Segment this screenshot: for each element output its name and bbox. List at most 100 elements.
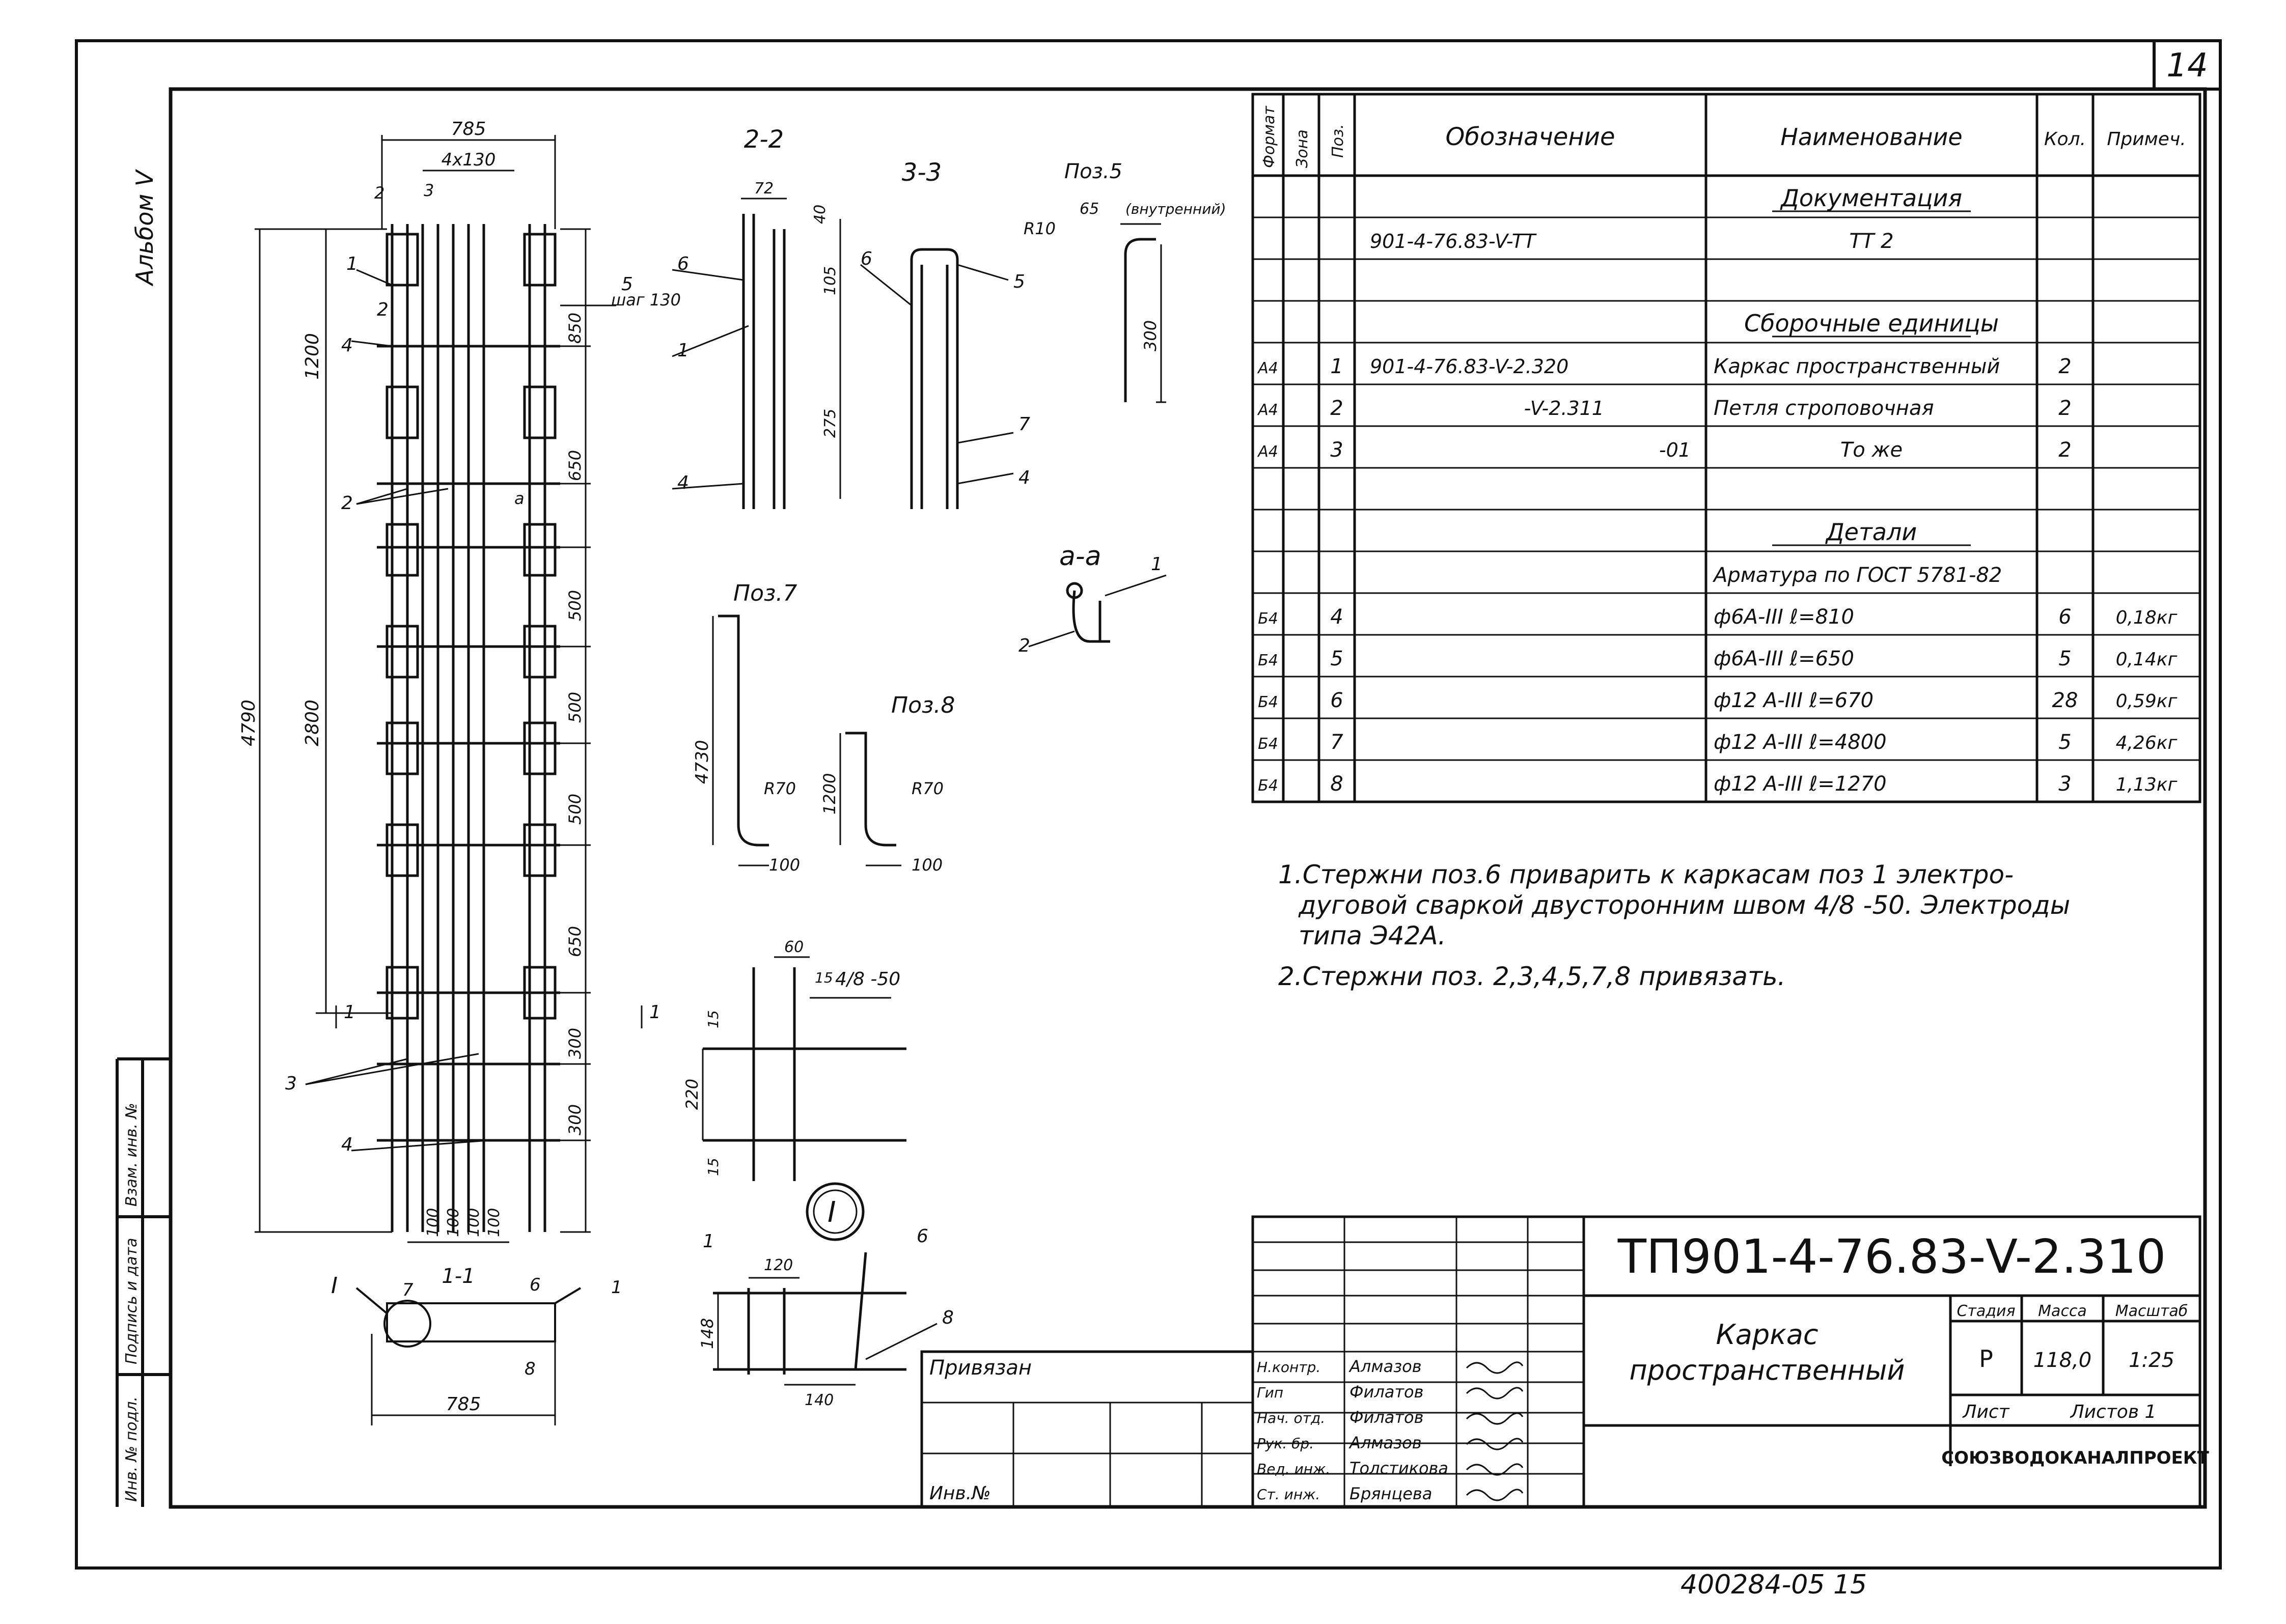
title-scale: 1:25: [2129, 1349, 2174, 1372]
spec-cell-name: Петля строповочная: [1714, 397, 1934, 420]
pos5-dim-300: 300: [1141, 320, 1160, 351]
pos5-dim-r10: R10: [1024, 219, 1056, 238]
spec-cell-name: Каркас пространственный: [1714, 355, 2000, 378]
title-sheets-h: Листов 1: [2070, 1402, 2157, 1422]
pos8-detail: Поз.8 1200 R70 100: [820, 692, 955, 875]
section-2-2-title: 2-2: [744, 125, 784, 154]
spec-row: Документация: [1772, 184, 1971, 212]
seg-850: 850: [565, 313, 585, 344]
person-role: Вед. инж.: [1257, 1461, 1330, 1477]
section-1-1-title: 1-1: [442, 1265, 475, 1288]
notes: 1.Стержни поз.6 приварить к каркасам поз…: [1278, 860, 2070, 991]
spec-row: А4 1 901-4-76.83-V-2.320 Каркас пространств…: [1257, 355, 2072, 378]
section-1-1-callout-1: 1: [611, 1277, 622, 1298]
spec-cell-des: -V-2.311: [1524, 397, 1604, 419]
title-mass-h: Масса: [2038, 1302, 2087, 1320]
spec-cell-name: Арматура по ГОСТ 5781-82: [1712, 564, 2002, 587]
spec-row: Сборочные единицы: [1744, 310, 1999, 338]
detail-a-a-callout-1: 1: [1151, 554, 1163, 575]
frame: [75, 39, 2222, 1570]
dim-bottom-sp-2: 100: [445, 1208, 462, 1237]
title-stage-h: Стадия: [1957, 1302, 2015, 1320]
spec-row: А4 2 -V-2.311 Петля строповочная 2: [1257, 397, 2072, 420]
node-I-callout-1: 1: [703, 1231, 714, 1252]
pos8-dim-1200: 1200: [820, 773, 839, 815]
sheet-number: 14: [2166, 47, 2208, 85]
spec-cell-note: 4,26кг: [2116, 733, 2178, 753]
spec-cell-fmt: А4: [1257, 359, 1278, 377]
note-line-2: дуговой сваркой двусторонним швом 4/8 -5…: [1298, 890, 2070, 920]
spec-cell-name: ф6A-III ℓ=810: [1714, 605, 1854, 629]
spec-h-zone: Зона: [1293, 129, 1311, 168]
section-3-3-callout-6: 6: [861, 248, 872, 269]
title-sheet-h: Лист: [1962, 1402, 2009, 1422]
dim-bottom-sp-4: 100: [485, 1208, 503, 1237]
spec-cell-fmt: Б4: [1258, 693, 1278, 711]
weld-dim-15c: 15: [705, 1158, 722, 1176]
callout-1: 1: [346, 254, 358, 274]
spec-row: Детали: [1772, 518, 1971, 546]
detail-a-a: а-а 1 2: [1018, 541, 1167, 656]
dim-middle-height: 2800: [302, 699, 323, 746]
section-2-2-dim-72: 72: [754, 180, 774, 198]
weld-symbol: 4/8 -50: [835, 969, 900, 990]
detail-a-a-title: а-а: [1059, 541, 1101, 572]
dim-upper-height: 1200: [302, 333, 323, 380]
dim-left-gap: 2: [374, 183, 384, 203]
pos7-dim-r70: R70: [764, 779, 796, 798]
dim-left-gap2: 3: [424, 181, 434, 200]
seg-500-b: 500: [565, 692, 585, 723]
callout-4b: 4: [341, 1134, 353, 1155]
spec-cell-qty: 28: [2052, 689, 2078, 712]
spec-table: Формат Зона Поз. Обозначение Наименовани…: [1251, 93, 2201, 803]
seg-650: 650: [565, 450, 585, 481]
dim-bottom-width: 785: [446, 1394, 481, 1415]
spec-cell-fmt: А4: [1257, 443, 1278, 461]
side-stamp-cells: Инв. № подл. Подпись и дата Взам. инв. №: [123, 1103, 141, 1502]
spec-cell-name: ф12 A-III ℓ=1270: [1714, 772, 1887, 796]
spec-cell-qty: 2: [2058, 397, 2071, 420]
note-line-3: типа Э42А.: [1299, 921, 1446, 950]
spec-cell-fmt: А4: [1257, 401, 1278, 419]
spec-cell-pos: 3: [1330, 438, 1343, 462]
person-name: Филатов: [1349, 1382, 1423, 1402]
callout-5: 5: [621, 274, 633, 295]
spec-cell-pos: 8: [1330, 772, 1343, 796]
spec-cell-pos: 5: [1330, 647, 1343, 670]
spec-cell-fmt: Б4: [1258, 610, 1278, 628]
dim-top-step: 4x130: [442, 150, 496, 170]
node-I-dim-120: 120: [764, 1256, 793, 1274]
callout-4: 4: [341, 335, 353, 356]
section-2-2: 2-2 72 40 105 275 6 1 4: [672, 125, 841, 509]
spec-cell-des: 901-4-76.83-V-2.320: [1370, 355, 1568, 378]
weld-dim-60: 60: [784, 938, 804, 956]
signature-icon: [1466, 1489, 1524, 1501]
dim-step-note: шаг 130: [611, 290, 681, 310]
spec-cell-note: 0,18кг: [2116, 607, 2178, 628]
person-name: Толстикова: [1349, 1459, 1448, 1478]
weld-dim-15: 15: [815, 969, 833, 986]
spec-row: Арматура по ГОСТ 5781-82: [1712, 564, 2002, 587]
node-I: I 120 148 140 1 6 8: [698, 1182, 954, 1409]
spec-cell-name: Детали: [1825, 518, 1917, 546]
person-role: Гип: [1257, 1384, 1283, 1401]
spec-cell-pos: 2: [1330, 397, 1343, 420]
spec-h-pos: Поз.: [1329, 124, 1347, 158]
node-I-dim-140: 140: [805, 1391, 834, 1409]
seg-500-a: 500: [565, 590, 585, 621]
stamp-number: 400284-05 15: [1681, 1570, 1867, 1600]
spec-cell-pos: 1: [1330, 355, 1343, 378]
spec-cell-qty: 2: [2058, 355, 2071, 378]
section-2-2-dim-275: 275: [821, 409, 839, 438]
title-inv: Инв.№: [929, 1483, 991, 1504]
spec-cell-note: 1,13кг: [2116, 774, 2178, 795]
spec-cell-fmt: Б4: [1258, 735, 1278, 753]
detail-a-a-callout-2: 2: [1018, 635, 1030, 656]
spec-cell-name: То же: [1840, 438, 1903, 462]
spec-h-note: Примеч.: [2107, 129, 2186, 150]
spec-cell-qty: 6: [2058, 605, 2071, 629]
